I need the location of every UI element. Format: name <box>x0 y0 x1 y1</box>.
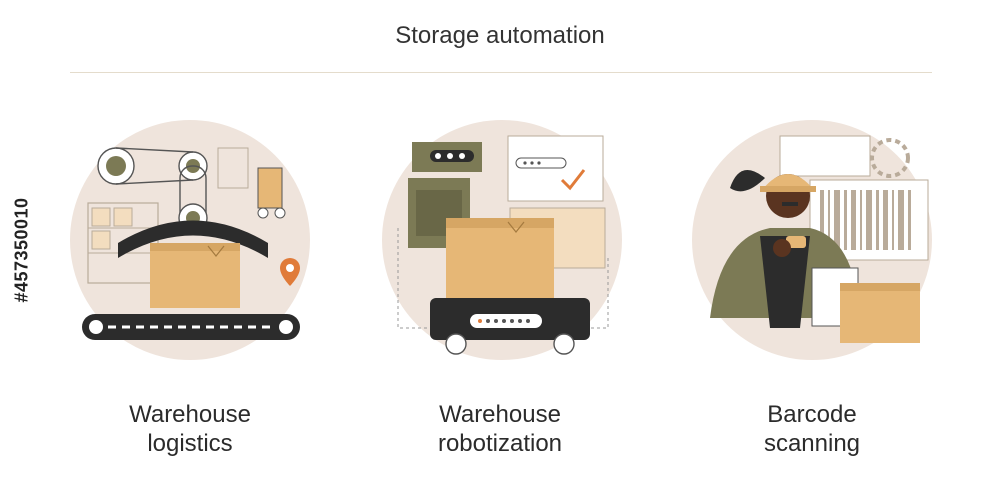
caption-line-2: logistics <box>147 430 233 457</box>
stock-id: #457350010 <box>11 197 32 303</box>
caption-line-1: Warehouse <box>439 401 561 428</box>
caption-line-2: robotization <box>437 430 563 457</box>
side-stock-strip: #457350010 <box>0 0 40 500</box>
caption-line-2: scanning <box>763 430 861 457</box>
caption-line-1: Barcode <box>767 401 857 428</box>
page-title: Storage automation <box>395 22 605 49</box>
caption-barcode-scanning: Barcode scanning <box>682 400 942 458</box>
caption-warehouse-robotization: Warehouse robotization <box>370 400 630 458</box>
warehouse-logistics-illustration <box>68 118 313 373</box>
caption-warehouse-logistics: Warehouse logistics <box>60 400 320 458</box>
barcode-scanning-illustration <box>690 118 935 373</box>
title-divider <box>70 72 932 73</box>
caption-line-1: Warehouse <box>129 401 251 428</box>
warehouse-robotization-illustration <box>380 118 625 373</box>
